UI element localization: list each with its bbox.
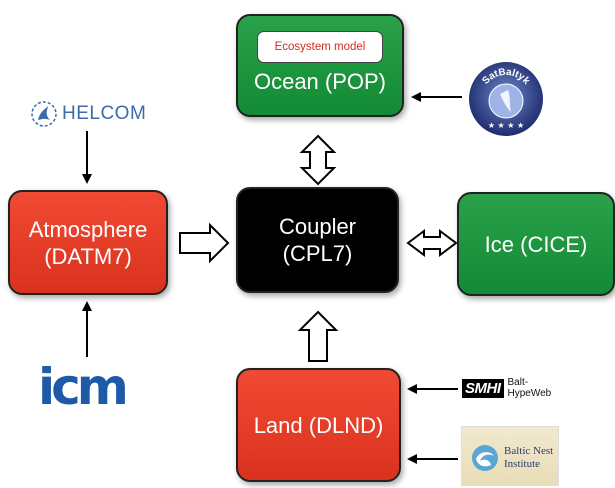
ecosystem-model-label: Ecosystem model xyxy=(257,31,383,63)
smhi-text: SMHI xyxy=(462,378,504,398)
atmosphere-label: Atmosphere xyxy=(28,216,148,242)
baltic-nest-text: Baltic Nest Institute xyxy=(504,445,553,471)
coupler-label: Coupler xyxy=(278,214,357,239)
ocean-label: Ocean (POP) xyxy=(253,69,387,94)
icm-logo: icm xyxy=(38,362,140,414)
helcom-text: HELCOM xyxy=(62,103,147,124)
atmosphere-box: Atmosphere (DATM7) xyxy=(8,190,168,295)
coupler-sublabel: (CPL7) xyxy=(282,241,353,266)
satbaltyk-logo: SatBaltyk ★ ★ ★ ★ xyxy=(467,60,545,138)
baltic-nest-line1: Baltic Nest xyxy=(504,445,554,457)
helcom-emblem-icon xyxy=(31,101,57,127)
land-label: Land (DLND) xyxy=(253,412,384,438)
svg-text:★ ★ ★ ★: ★ ★ ★ ★ xyxy=(488,121,524,130)
land-to-coupler-block-arrow xyxy=(297,310,339,362)
baltic-nest-swirl-icon xyxy=(472,445,498,471)
icm-text: icm xyxy=(38,358,129,416)
ocean-coupler-double-arrow xyxy=(299,134,337,186)
ocean-model-box: Ecosystem model Ocean (POP) xyxy=(236,14,404,117)
coupler-box: Coupler (CPL7) xyxy=(236,187,399,293)
baltic-nest-line2: Institute xyxy=(504,458,541,470)
smhi-subtext: Balt-HypeWeb xyxy=(507,377,552,399)
ice-label: Ice (CICE) xyxy=(484,231,588,257)
ice-model-box: Ice (CICE) xyxy=(457,192,615,296)
baltic-nest-logo: Baltic Nest Institute xyxy=(461,426,559,486)
land-box: Land (DLND) xyxy=(236,368,401,482)
helcom-logo: HELCOM xyxy=(30,95,150,133)
coupler-ice-double-arrow xyxy=(406,229,458,257)
atmosphere-to-coupler-block-arrow xyxy=(179,222,230,264)
smhi-logo: SMHI Balt-HypeWeb xyxy=(462,376,570,400)
atmosphere-sublabel: (DATM7) xyxy=(44,243,132,269)
satbaltyk-globe-icon: SatBaltyk ★ ★ ★ ★ xyxy=(469,62,543,136)
